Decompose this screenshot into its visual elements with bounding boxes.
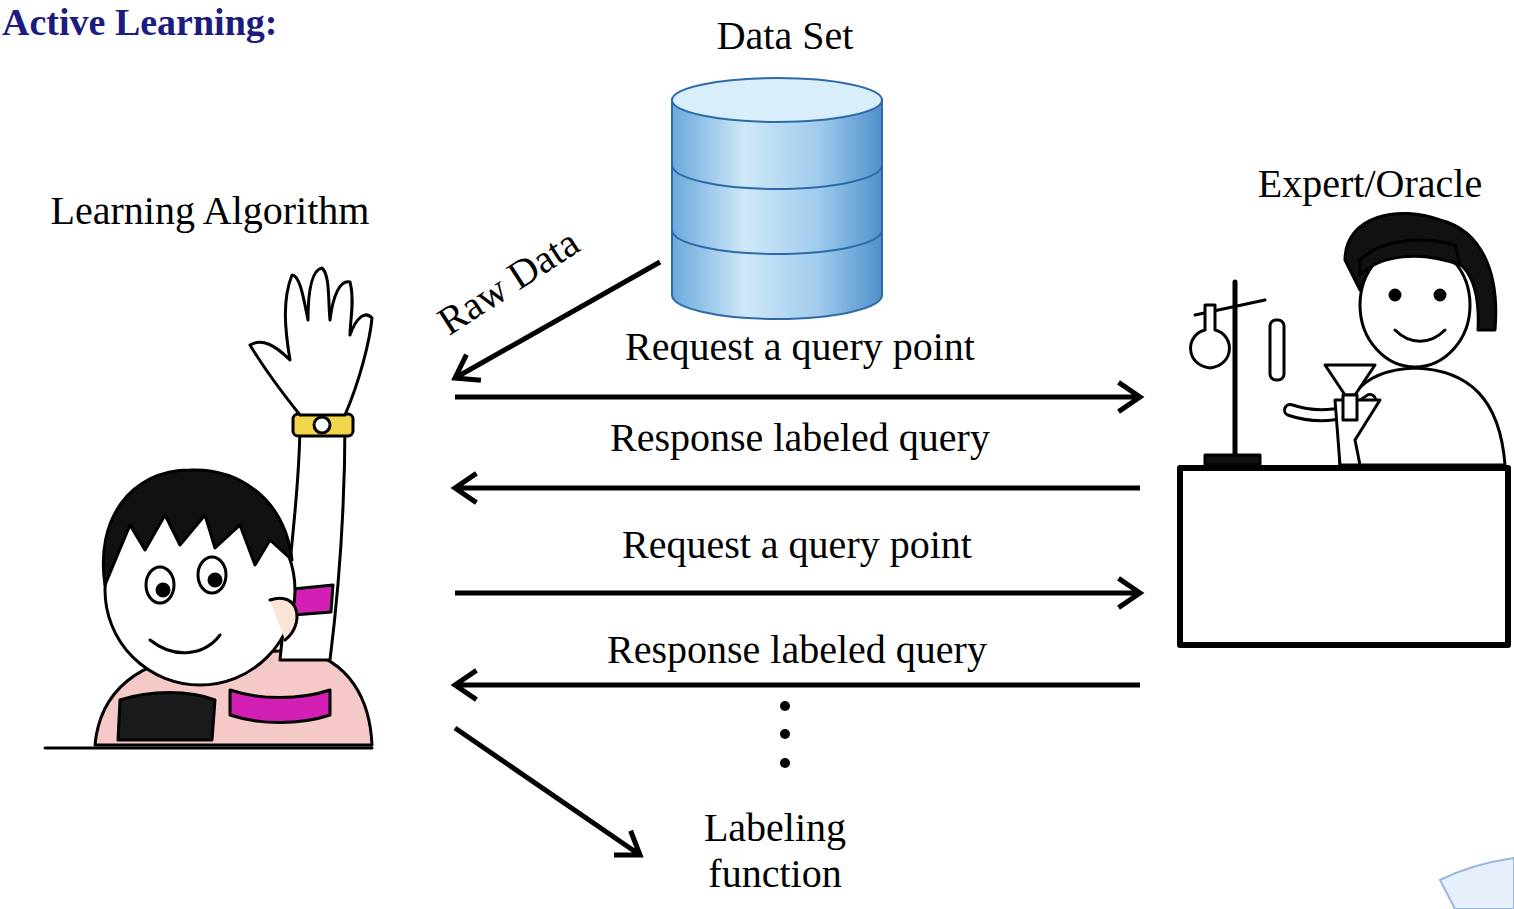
- arrow-label: Response labeled query: [603, 628, 991, 672]
- arrow-line: [455, 728, 640, 855]
- arrow-line: [455, 670, 1140, 699]
- flow-arrow: [455, 670, 1140, 699]
- expert-figure: [1180, 213, 1508, 645]
- database-node: Data Set: [660, 5, 910, 325]
- flow-arrow: [455, 728, 640, 855]
- node-label: Expert/Oracle: [1230, 161, 1510, 207]
- arrow-line: [455, 578, 1140, 607]
- arrow-label: Request a query point: [621, 325, 979, 369]
- flow-arrow: [455, 382, 1140, 411]
- flow-arrow: [455, 578, 1140, 607]
- slide-title: Active Learning:: [2, 0, 277, 44]
- arrow-line: [455, 382, 1140, 411]
- database-cylinder: [672, 78, 882, 319]
- learner-node: Learning Algorithm: [10, 188, 455, 753]
- learner-figure: [45, 268, 372, 748]
- arrow-label: Request a query point: [618, 523, 976, 567]
- node-label: Data Set: [660, 13, 910, 59]
- node-label: Learning Algorithm: [10, 188, 410, 234]
- node-label: Labeling function: [680, 805, 870, 897]
- flow-arrow: [455, 473, 1140, 502]
- arrow-label: Response labeled query: [606, 416, 994, 460]
- corner-logo: [1440, 858, 1514, 909]
- continuation-dots: [780, 701, 790, 768]
- arrow-label: Raw Data: [426, 218, 590, 346]
- expert-node: Expert/Oracle: [1140, 155, 1512, 650]
- arrow-line: [455, 473, 1140, 502]
- output-node: Labeling function: [640, 805, 910, 905]
